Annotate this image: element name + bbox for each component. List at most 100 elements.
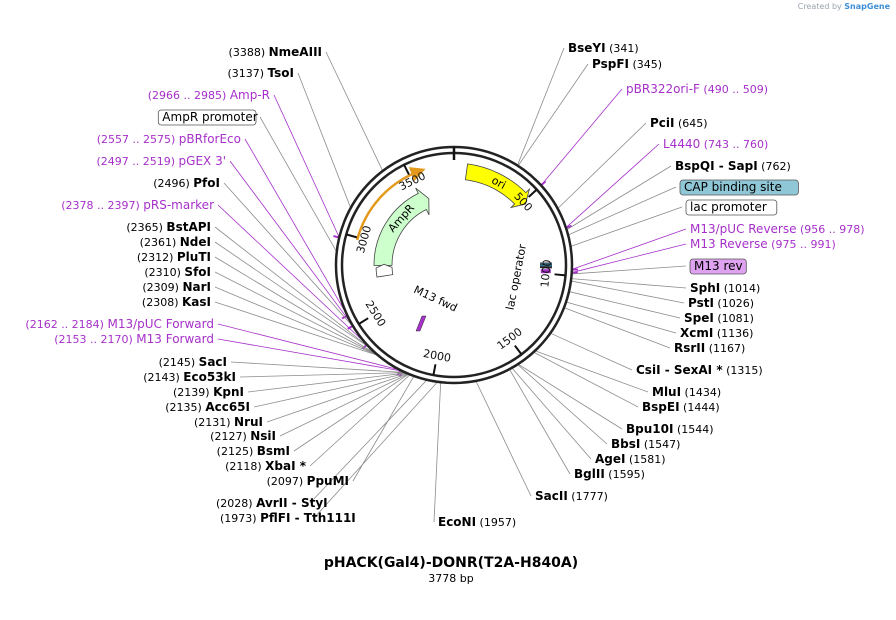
site-label-kpni[interactable]: (2139) KpnI	[173, 385, 244, 399]
label-name: BsmI	[257, 444, 290, 458]
label-name: SfoI	[184, 265, 211, 279]
feature-label-l4440[interactable]: L4440 (743 .. 760)	[663, 137, 768, 151]
label-position: (2966 .. 2985)	[148, 89, 230, 102]
feature-label-m13-forward[interactable]: (2153 .. 2170) M13 Forward	[54, 332, 214, 346]
site-label-nrui[interactable]: (2131) NruI	[194, 415, 263, 429]
site-label-bglii[interactable]: BglII (1595)	[574, 467, 645, 481]
feature-label-m13-puc-reverse[interactable]: M13/pUC Reverse (956 .. 978)	[690, 222, 865, 236]
leader-line	[293, 373, 410, 452]
label-name: M13 rev	[694, 259, 743, 273]
site-label-pfoi[interactable]: (2496) PfoI	[153, 176, 220, 190]
feature-label-pbrforeco[interactable]: (2557 .. 2575) pBRforEco	[97, 132, 241, 146]
site-label-csii[interactable]: CsiI - SexAI * (1315)	[636, 363, 763, 377]
leader-line	[517, 63, 589, 167]
feature-label-ampr-promoter[interactable]: AmpR promoter	[157, 109, 258, 126]
snapgene-watermark: Created by SnapGene	[797, 2, 890, 11]
site-label-mlui[interactable]: MluI (1434)	[652, 385, 721, 399]
site-label-saci[interactable]: (2145) SacI	[159, 355, 227, 369]
label-text: M13/pUC Reverse (956 .. 978)	[690, 222, 865, 236]
site-label-rsrii[interactable]: RsrII (1167)	[674, 341, 745, 355]
site-label-psti[interactable]: PstI (1026)	[688, 296, 754, 310]
backbone-outer-circle	[334, 145, 574, 385]
site-label-nsii[interactable]: (2127) NsiI	[210, 429, 276, 443]
leader-line	[230, 361, 406, 373]
site-label-xcmi[interactable]: XcmI (1136)	[680, 326, 753, 340]
site-label-pluti[interactable]: (2312) PluTI	[137, 250, 211, 264]
site-label-sphi[interactable]: SphI (1014)	[690, 281, 760, 295]
label-position: (2127)	[210, 430, 250, 443]
leader-line	[565, 301, 677, 334]
label-name: KasI	[182, 295, 211, 309]
leader-line	[533, 351, 639, 408]
site-label-tsoi[interactable]: (3137) TsoI	[227, 66, 294, 80]
label-text: XcmI (1136)	[680, 326, 753, 340]
label-name: NarI	[182, 280, 211, 294]
label-text: (2139) KpnI	[173, 385, 244, 399]
site-label-nari[interactable]: (2309) NarI	[142, 280, 211, 294]
label-position: (2118)	[225, 460, 265, 473]
label-name: Acc65I	[205, 400, 250, 414]
site-label-eco53ki[interactable]: (2143) Eco53kI	[143, 370, 236, 384]
site-label-bsmi[interactable]: (2125) BsmI	[217, 444, 290, 458]
tick-mark	[358, 317, 369, 325]
site-label-avrii[interactable]: (2028) AvrII - StyI	[216, 496, 328, 510]
label-position: (345)	[629, 58, 662, 71]
label-name: SphI	[690, 281, 720, 295]
label-name: Amp-R	[230, 88, 270, 102]
site-label-agei[interactable]: AgeI (1581)	[595, 452, 666, 466]
site-label-pcii[interactable]: PciI (645)	[650, 116, 708, 130]
label-name: PstI	[688, 296, 714, 310]
site-label-pspfi[interactable]: PspFI (345)	[592, 57, 662, 71]
site-label-sfoi[interactable]: (2310) SfoI	[144, 265, 211, 279]
feature-label-cap-binding-site[interactable]: CAP binding site	[679, 179, 799, 196]
feature-label-prs-marker[interactable]: (2378 .. 2397) pRS-marker	[61, 198, 214, 212]
feature-label-pbr322ori-f[interactable]: pBR322ori-F (490 .. 509)	[626, 82, 768, 96]
site-label-nmeaiii[interactable]: (3388) NmeAIII	[229, 45, 322, 59]
label-position: (2028)	[216, 497, 256, 510]
label-name: SpeI	[684, 311, 714, 325]
m13-fwd-label: M13 fwd	[412, 283, 460, 314]
site-label-bbsi[interactable]: BbsI (1547)	[611, 437, 680, 451]
site-label-bpu10i[interactable]: Bpu10I (1544)	[626, 422, 714, 436]
label-text: PspFI (345)	[592, 57, 662, 71]
label-position: (3137)	[227, 67, 267, 80]
feature-label-amp-r[interactable]: (2966 .. 2985) Amp-R	[148, 88, 270, 102]
site-label-sacii[interactable]: SacII (1777)	[535, 489, 608, 503]
site-label-bstapi[interactable]: (2365) BstAPI	[126, 220, 211, 234]
label-position: (1081)	[714, 312, 754, 325]
label-position: (1973)	[220, 512, 260, 525]
label-position: (341)	[606, 42, 639, 55]
site-label-econi[interactable]: EcoNI (1957)	[438, 515, 516, 529]
label-text: (3137) TsoI	[227, 66, 294, 80]
feature-label-m13-rev[interactable]: M13 rev	[689, 258, 747, 275]
label-name-2: - StyI	[288, 496, 328, 510]
site-label-ndei[interactable]: (2361) NdeI	[140, 235, 211, 249]
site-label-bspqi[interactable]: BspQI - SapI (762)	[675, 159, 791, 173]
plasmid-backbone	[334, 145, 574, 385]
site-label-spei[interactable]: SpeI (1081)	[684, 311, 754, 325]
site-label-pflfi[interactable]: (1973) PflFI - Tth111I	[220, 511, 356, 525]
site-label-xbai-[interactable]: (2118) XbaI *	[225, 459, 307, 473]
label-position: (2557 .. 2575)	[97, 133, 179, 146]
leader-line	[214, 241, 371, 349]
tick-mark	[514, 344, 523, 355]
feature-label-pgex-3-[interactable]: (2497 .. 2519) pGEX 3'	[96, 154, 226, 168]
leader-line	[214, 286, 379, 356]
label-name: BglII	[574, 467, 605, 481]
leader-line	[273, 94, 340, 238]
tick-label: 1000	[538, 259, 554, 288]
site-label-bspei[interactable]: BspEI (1444)	[642, 400, 720, 414]
feature-label-lac-promoter[interactable]: lac promoter	[685, 199, 778, 216]
site-label-kasi[interactable]: (2308) KasI	[142, 295, 211, 309]
site-label-ppumi[interactable]: (2097) PpuMI	[267, 474, 349, 488]
label-name: NmeAIII	[269, 45, 322, 59]
label-name: XbaI *	[265, 459, 307, 473]
site-label-acc65i[interactable]: (2135) Acc65I	[165, 400, 250, 414]
label-text: (2378 .. 2397) pRS-marker	[61, 198, 214, 212]
label-position: (2365)	[126, 221, 166, 234]
label-name: M13 Forward	[136, 332, 214, 346]
feature-label-m13-puc-forward[interactable]: (2162 .. 2184) M13/pUC Forward	[25, 317, 214, 331]
feature-label-m13-reverse[interactable]: M13 Reverse (975 .. 991)	[690, 237, 836, 251]
label-position: (1026)	[714, 297, 754, 310]
site-label-bseyi[interactable]: BseYI (341)	[568, 41, 639, 55]
